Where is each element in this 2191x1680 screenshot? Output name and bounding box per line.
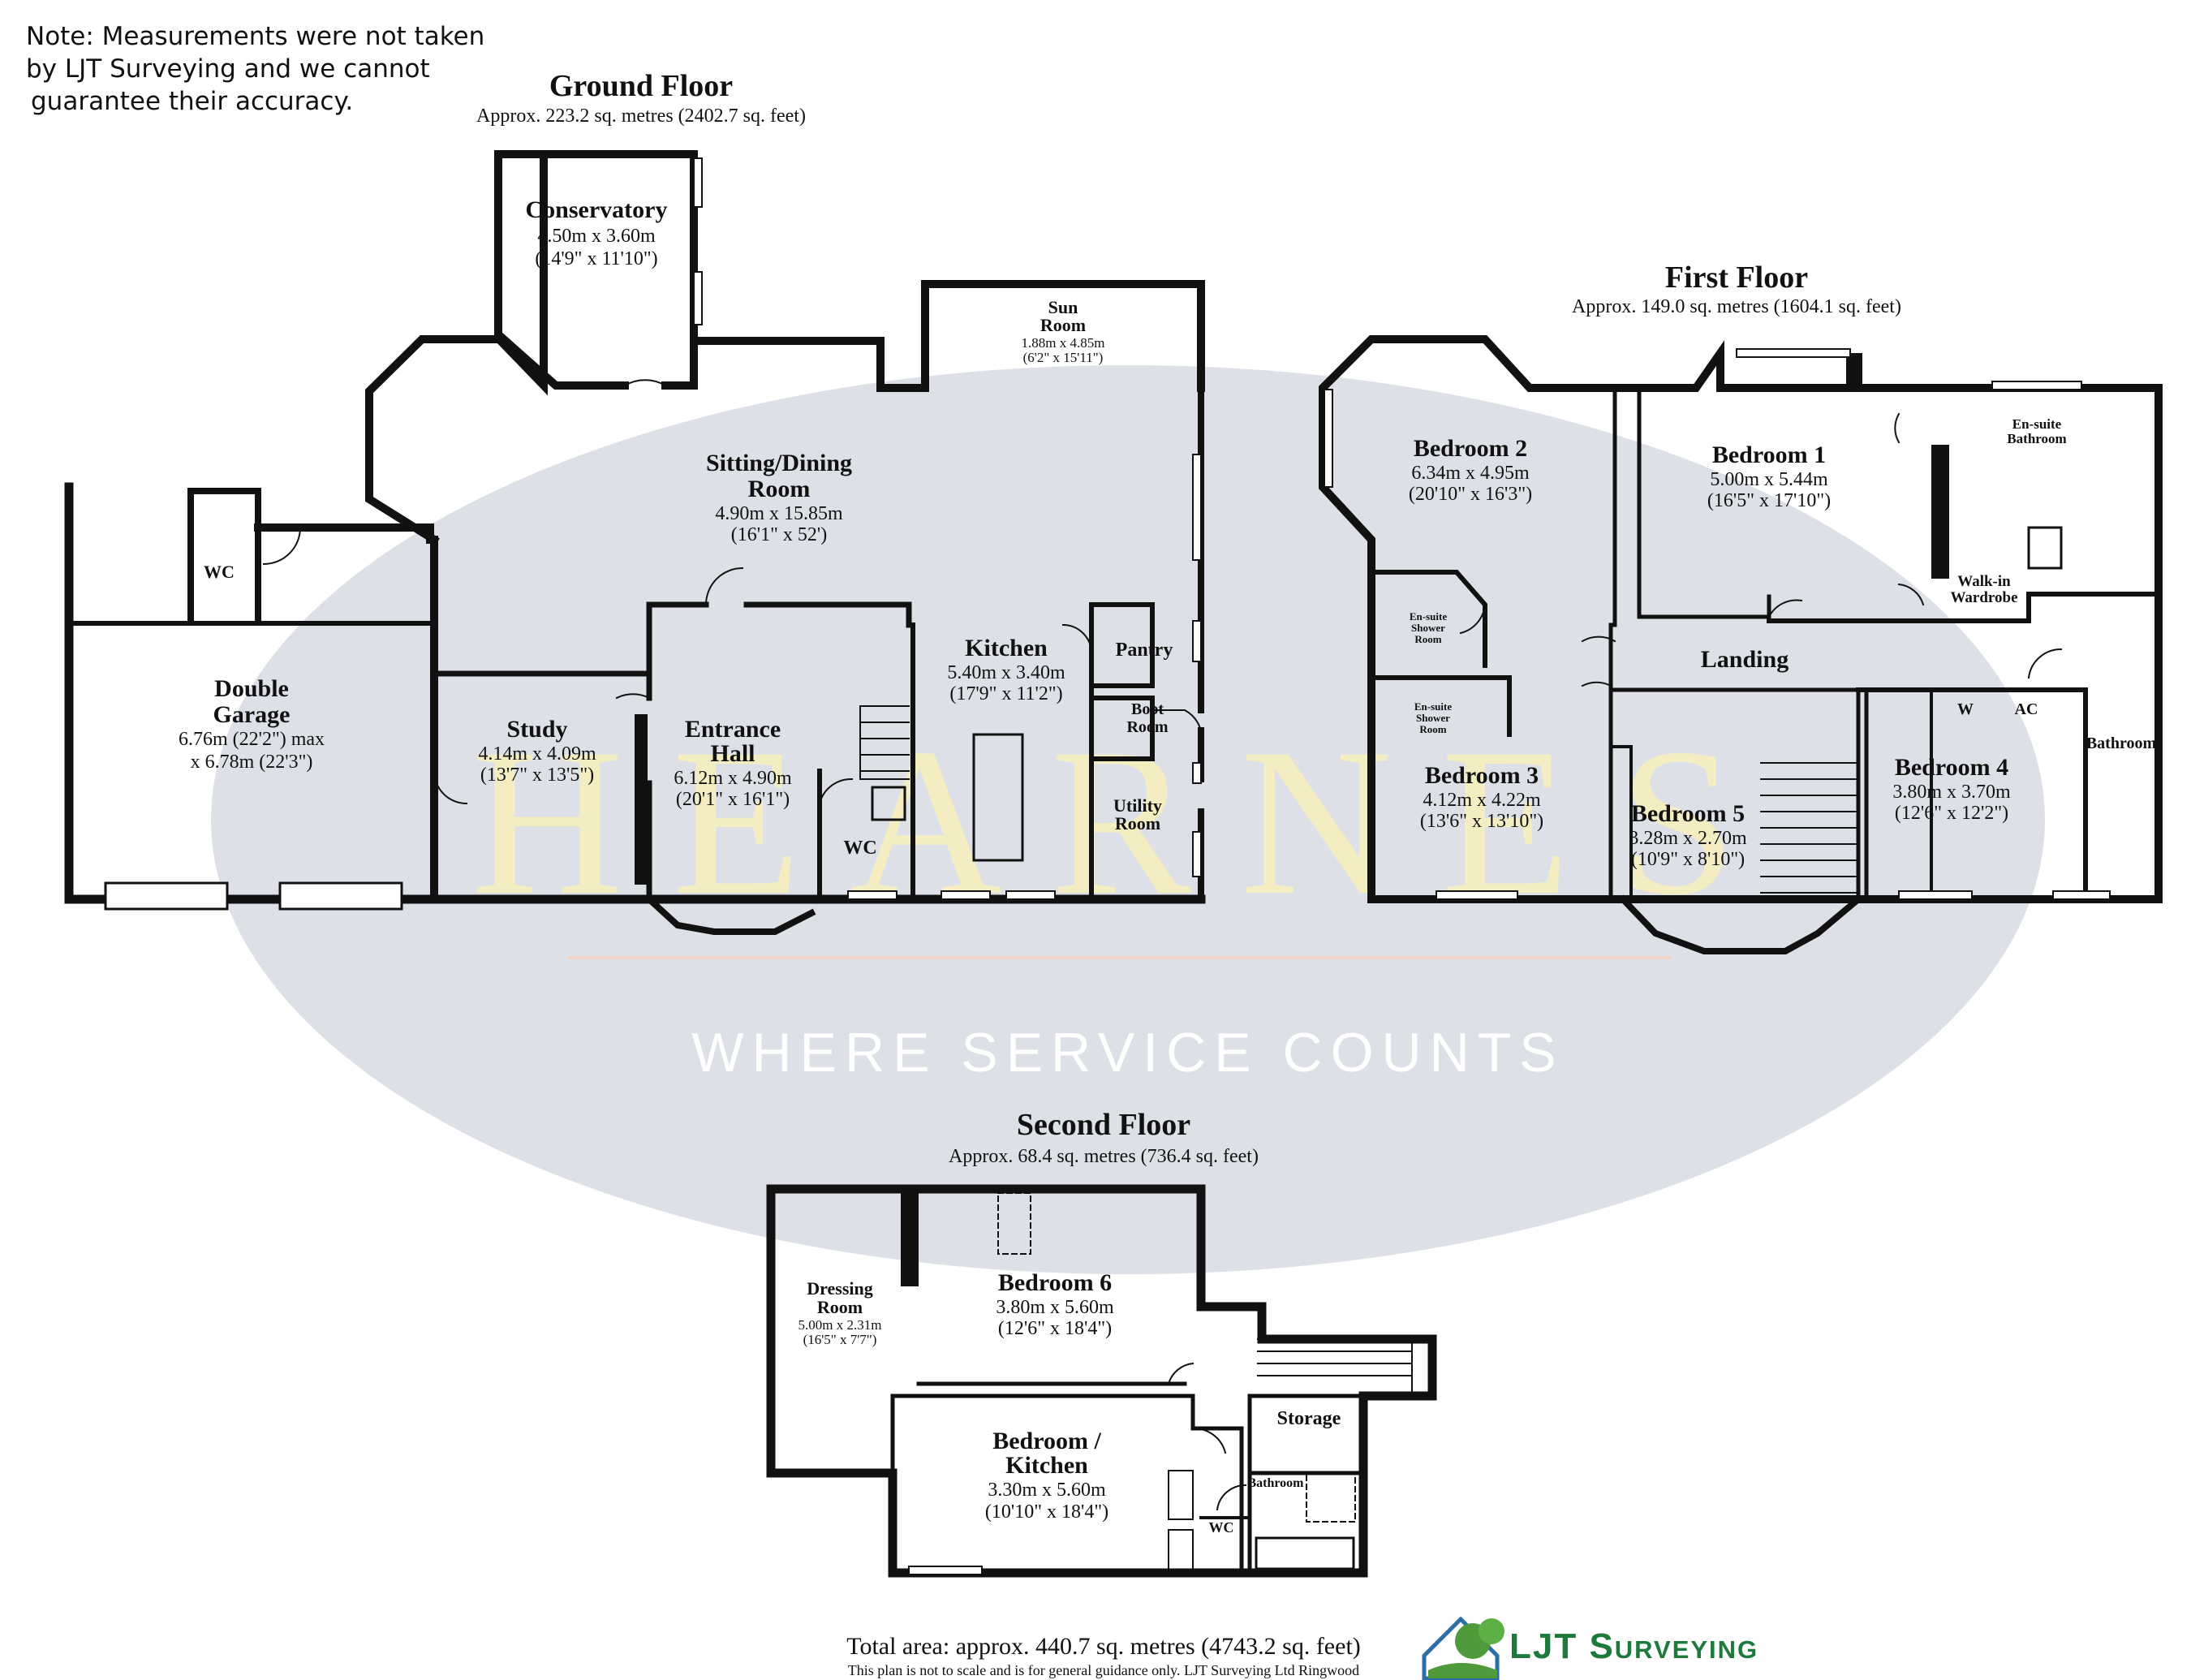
disclaimer-note: Note: Measurements were not taken by LJT… (26, 22, 484, 116)
pantry-name: Pantry (1116, 640, 1173, 661)
airing-cupboard-ac: AC (2015, 700, 2038, 718)
garage-name-1: Double (214, 675, 289, 702)
kitchen-name: Kitchen (965, 635, 1048, 661)
study-imperial: (13'7" x 13'5") (480, 765, 594, 786)
dressing-room-name-1: Dressing (807, 1278, 873, 1299)
landing-name: Landing (1701, 646, 1789, 673)
plan-disclaimer: This plan is not to scale and is for gen… (848, 1662, 1359, 1678)
bedroom-3-metric: 4.12m x 4.22m (1423, 790, 1541, 811)
dressing-room-metric: 5.00m x 2.31m (798, 1317, 882, 1333)
bedroom-kitchen-imperial: (10'10" x 18'4") (985, 1501, 1108, 1523)
ground-floor-labels: Conservatory 4.50m x 3.60m (14'9" x 11'1… (179, 196, 1173, 859)
first-floor-title: First Floor (1665, 261, 1808, 295)
conservatory-name: Conservatory (526, 196, 668, 223)
garage-wc-name: WC (204, 562, 235, 582)
storage-name: Storage (1277, 1408, 1341, 1429)
sitting-room-name-1: Sitting/Dining (706, 450, 852, 476)
garage-name-2: Garage (213, 701, 291, 728)
sun-room-metric: 1.88m x 4.85m (1022, 335, 1105, 351)
bathroom-name: Bathroom (2086, 734, 2157, 752)
bedroom-4-metric: 3.80m x 3.70m (1892, 782, 2011, 803)
kitchen-imperial: (17'9" x 11'2") (949, 683, 1062, 704)
ensuite-shower-a-line-2: Shower (1411, 622, 1445, 634)
bedroom-1-name: Bedroom 1 (1712, 442, 1826, 468)
second-floor-labels: Dressing Room 5.00m x 2.31m (16'5" x 7'7… (798, 1269, 1341, 1536)
walkin-line-1: Walk-in (1957, 573, 2011, 590)
ensuite-shower-b-line-2: Shower (1416, 712, 1450, 724)
utility-room-name-2: Room (1115, 813, 1160, 834)
hall-name-2: Hall (710, 740, 755, 767)
logo-text: LJT Surveying (1509, 1626, 1758, 1666)
first-floor-labels: Bedroom 2 6.34m x 4.95m (20'10" x 16'3")… (1409, 416, 2157, 870)
sitting-room-name-2: Room (748, 476, 811, 502)
sun-room-name-2: Room (1040, 315, 1086, 335)
ground-floor-area: Approx. 223.2 sq. metres (2402.7 sq. fee… (476, 106, 806, 127)
dressing-room-imperial: (16'5" x 7'7") (803, 1332, 877, 1347)
sun-room-name-1: Sun (1048, 297, 1078, 317)
bedroom-4-name: Bedroom 4 (1895, 754, 2008, 781)
note-line-1: Note: Measurements were not taken (26, 22, 484, 51)
bedroom-2-name: Bedroom 2 (1414, 435, 1527, 462)
bedroom-5-name: Bedroom 5 (1631, 800, 1745, 827)
second-wc-name: WC (1209, 1519, 1234, 1536)
wardrobe-w: W (1957, 700, 1974, 718)
ground-floor-walls (64, 150, 1206, 935)
second-floor-walls (766, 1184, 1437, 1578)
sitting-room-metric: 4.90m x 15.85m (715, 503, 843, 524)
ensuite-bath-line-2: Bathroom (2007, 431, 2066, 446)
conservatory-metric: 4.50m x 3.60m (537, 226, 656, 247)
second-bathroom-name: Bathroom (1247, 1476, 1304, 1490)
first-floor-area: Approx. 149.0 sq. metres (1604.1 sq. fee… (1572, 296, 1901, 317)
note-line-2: by LJT Surveying and we cannot (26, 54, 430, 84)
utility-room-name-1: Utility (1113, 795, 1162, 816)
boot-room-name-1: Boot (1131, 700, 1164, 718)
bedroom-6-imperial: (12'6" x 18'4") (998, 1318, 1112, 1339)
dressing-room-name-2: Room (817, 1297, 863, 1317)
hall-wc-name: WC (843, 838, 876, 859)
bedroom-4-imperial: (12'6" x 12'2") (1895, 803, 2008, 824)
bedroom-kitchen-name-1: Bedroom / (992, 1428, 1101, 1454)
note-line-3: guarantee their accuracy. (31, 87, 353, 116)
first-floor-walls (1319, 335, 2163, 954)
conservatory-imperial: (14'9" x 11'10") (535, 248, 657, 269)
sun-room-imperial: (6'2" x 15'11") (1023, 350, 1104, 365)
second-floor-area: Approx. 68.4 sq. metres (736.4 sq. feet) (949, 1146, 1259, 1167)
bedroom-3-name: Bedroom 3 (1425, 762, 1539, 789)
ensuite-shower-a-line-1: En-suite (1410, 610, 1447, 622)
garage-imperial: x 6.78m (22'3") (191, 752, 313, 773)
bedroom-1-imperial: (16'5" x 17'10") (1707, 490, 1831, 511)
ensuite-bath-line-1: En-suite (2012, 416, 2062, 432)
bedroom-kitchen-metric: 3.30m x 5.60m (988, 1480, 1106, 1501)
watermark-tagline: WHERE SERVICE COUNTS (691, 1022, 1564, 1083)
garage-metric: 6.76m (22'2") max (179, 729, 325, 750)
ljt-surveying-logo: LJT Surveying (1422, 1616, 1758, 1680)
house-icon (1422, 1616, 1504, 1680)
hall-metric: 6.12m x 4.90m (674, 768, 792, 789)
total-area: Total area: approx. 440.7 sq. metres (47… (846, 1633, 1361, 1660)
study-name: Study (506, 716, 567, 743)
bedroom-6-metric: 3.80m x 5.60m (996, 1297, 1114, 1318)
ensuite-shower-b-line-1: En-suite (1414, 700, 1452, 713)
bedroom-2-imperial: (20'10" x 16'3") (1409, 484, 1532, 505)
hall-imperial: (20'1" x 16'1") (676, 789, 790, 810)
bedroom-5-metric: 3.28m x 2.70m (1629, 828, 1747, 849)
ensuite-shower-a-line-3: Room (1414, 633, 1441, 645)
sitting-room-imperial: (16'1" x 52') (731, 524, 827, 545)
kitchen-metric: 5.40m x 3.40m (947, 662, 1065, 683)
ensuite-shower-b-line-3: Room (1419, 723, 1446, 735)
bedroom-6-name: Bedroom 6 (998, 1269, 1112, 1296)
study-metric: 4.14m x 4.09m (478, 743, 596, 765)
hall-name-1: Entrance (685, 716, 781, 743)
boot-room-name-2: Room (1126, 718, 1168, 736)
bedroom-1-metric: 5.00m x 5.44m (1710, 469, 1828, 490)
bedroom-3-imperial: (13'6" x 13'10") (1420, 811, 1543, 832)
ground-floor-title: Ground Floor (549, 69, 733, 103)
bedroom-kitchen-name-2: Kitchen (1005, 1452, 1088, 1479)
second-floor-title: Second Floor (1017, 1108, 1190, 1142)
watermark-ellipse (211, 365, 2045, 1274)
bedroom-5-imperial: (10'9" x 8'10") (1631, 849, 1745, 870)
walkin-line-2: Wardrobe (1950, 589, 2017, 606)
bedroom-2-metric: 6.34m x 4.95m (1411, 463, 1530, 484)
